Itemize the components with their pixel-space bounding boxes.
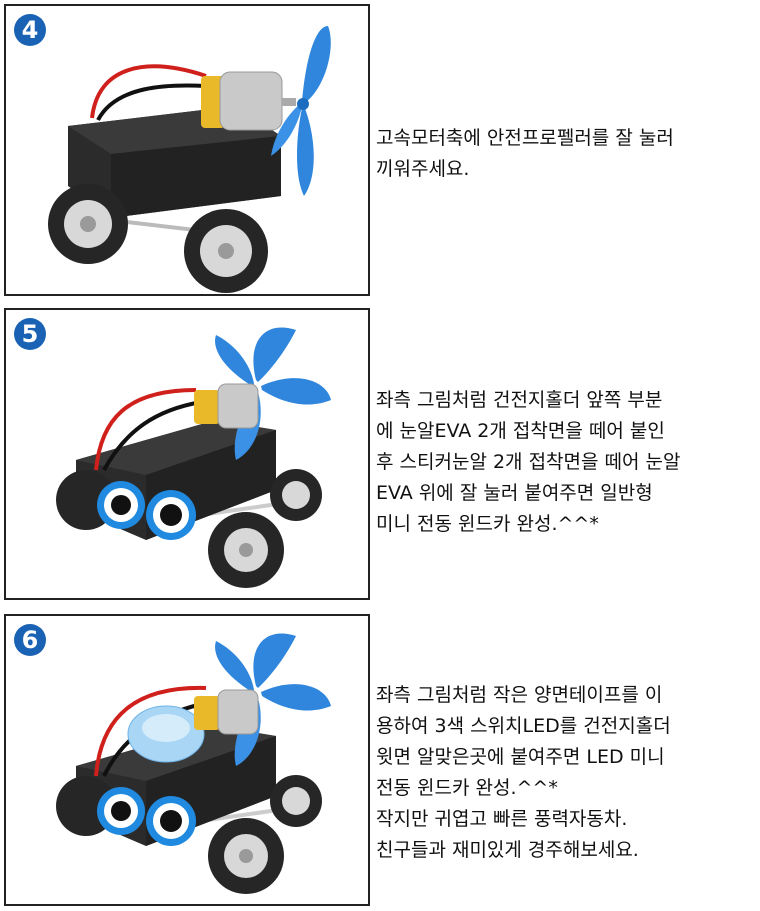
car-with-eyes-illustration <box>56 327 331 588</box>
step-6-instructions: 좌측 그림처럼 작은 양면테이프를 이 용하여 3색 스위치LED를 건전지홀더… <box>376 684 671 861</box>
red-wire <box>90 64 207 119</box>
step-5-number-badge: 5 <box>14 318 46 350</box>
propeller-blade <box>253 633 296 688</box>
step-4-instructions: 고속모터축에 안전프로펠러를 잘 눌러 끼워주세요. <box>376 127 674 180</box>
wheel-front-left <box>208 818 284 894</box>
propeller-blade <box>253 327 296 382</box>
eye-right <box>146 490 196 540</box>
red-wire <box>94 388 197 471</box>
propeller-blade <box>302 26 331 102</box>
step-6-illustration: 6 <box>4 614 370 906</box>
red-wire <box>94 685 207 777</box>
wheel-rear-right <box>270 775 322 827</box>
wheel-front-left <box>208 512 284 588</box>
step-6-number-badge: 6 <box>14 624 46 656</box>
motor-cap <box>194 696 220 730</box>
black-wire <box>102 400 202 471</box>
car-with-led-illustration <box>56 633 331 894</box>
eye-left <box>97 481 145 529</box>
car-with-propeller-illustration <box>48 26 331 293</box>
motor-cap <box>201 76 225 128</box>
eye-left <box>97 787 145 835</box>
step-4-number-badge: 4 <box>14 14 46 46</box>
eye-right <box>146 796 196 846</box>
wheel-rear-left <box>48 184 128 264</box>
motor-cap <box>194 390 220 424</box>
black-wire <box>96 83 207 121</box>
wheel-front-left <box>184 209 268 293</box>
step-5-instructions: 좌측 그림처럼 건전지홀더 앞쪽 부분 에 눈알EVA 2개 접착면을 떼어 붙… <box>376 389 681 535</box>
step-5-illustration: 5 <box>4 308 370 600</box>
motor <box>217 689 259 735</box>
wheel-rear-right <box>270 469 322 521</box>
motor <box>219 71 283 131</box>
motor <box>217 383 259 429</box>
step-4-illustration: 4 <box>4 4 370 296</box>
